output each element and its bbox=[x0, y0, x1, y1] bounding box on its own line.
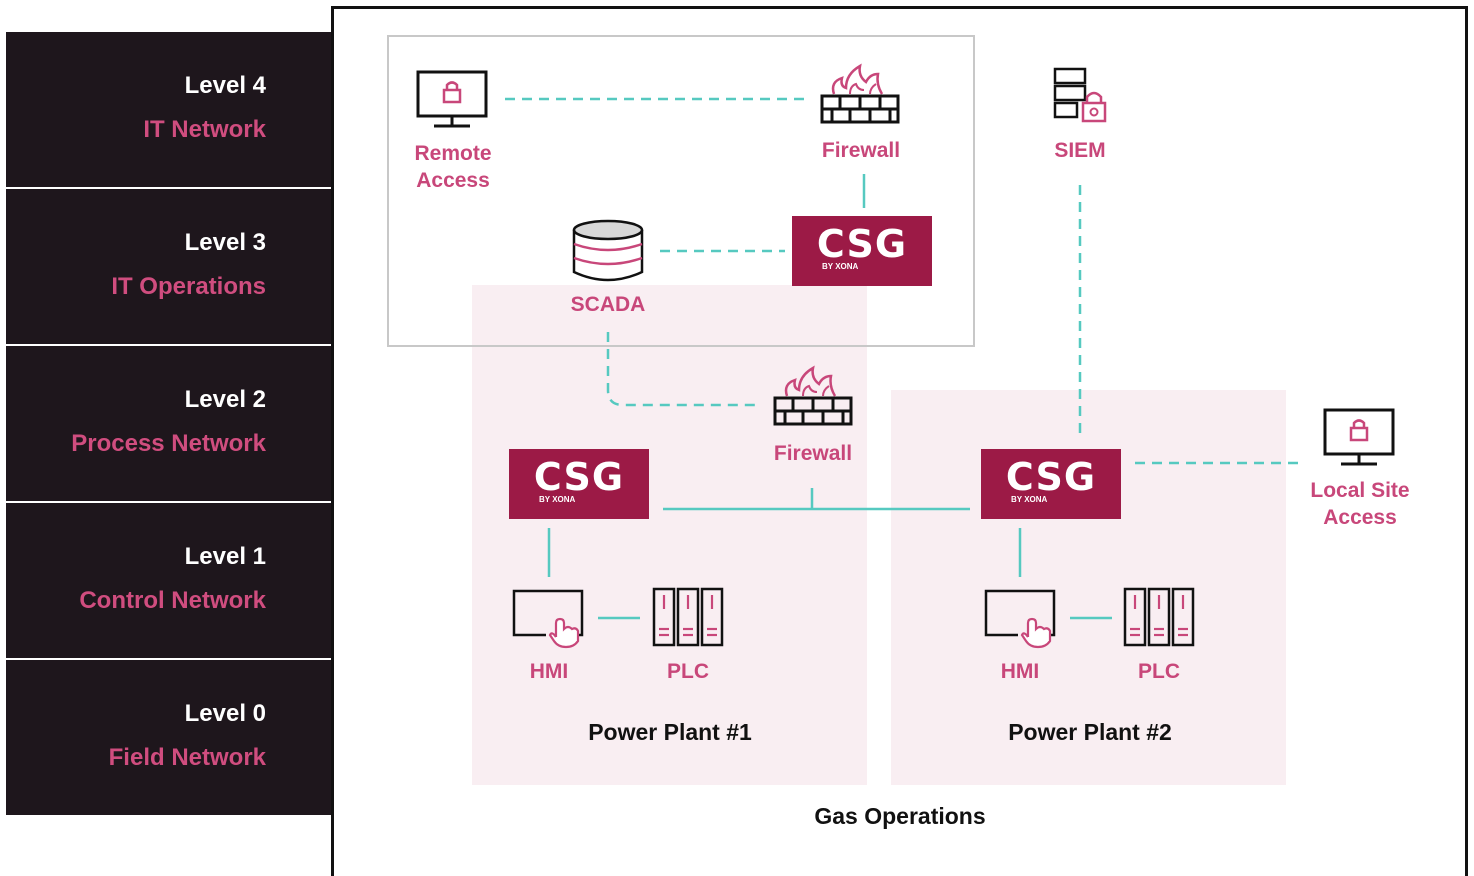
it-network-box bbox=[387, 35, 975, 347]
remote-access-label: Remote Access bbox=[414, 142, 492, 192]
siem-label: SIEM bbox=[1054, 139, 1106, 162]
csg-gateway-top: CSG BY XONA bbox=[792, 216, 932, 286]
csg-byline: BY XONA bbox=[822, 262, 859, 271]
level-0-number: Level 0 bbox=[184, 700, 266, 727]
firewall-icon bbox=[773, 365, 853, 426]
level-2-band: Level 2 Process Network bbox=[6, 346, 332, 501]
power-plant-1-title: Power Plant #1 bbox=[588, 719, 752, 745]
level-2-number: Level 2 bbox=[184, 386, 266, 413]
level-0-band: Level 0 Field Network bbox=[6, 660, 332, 815]
siem-server-lock-icon bbox=[1053, 67, 1107, 123]
plc-rack-icon bbox=[1123, 587, 1195, 647]
csg-logo: CSG bbox=[1005, 455, 1097, 499]
database-icon bbox=[572, 219, 644, 282]
plc-2-label: PLC bbox=[1138, 660, 1180, 683]
firewall-icon bbox=[820, 63, 900, 124]
level-1-name: Control Network bbox=[79, 587, 266, 614]
gas-operations-frame bbox=[331, 6, 1468, 876]
level-1-band: Level 1 Control Network bbox=[6, 503, 332, 658]
plc-rack-icon bbox=[652, 587, 724, 647]
monitor-lock-icon bbox=[1323, 408, 1395, 466]
csg-byline: BY XONA bbox=[539, 495, 576, 504]
firewall-mid-label: Firewall bbox=[773, 442, 853, 465]
level-4-name: IT Network bbox=[143, 116, 266, 143]
level-3-band: Level 3 IT Operations bbox=[6, 189, 332, 344]
level-4-band: Level 4 IT Network bbox=[6, 32, 332, 187]
level-1-number: Level 1 bbox=[184, 543, 266, 570]
csg-gateway-plant-1: CSG BY XONA bbox=[509, 449, 649, 519]
hmi-touchscreen-icon bbox=[984, 589, 1056, 649]
firewall-top-label: Firewall bbox=[821, 139, 901, 162]
level-2-name: Process Network bbox=[71, 430, 266, 457]
plc-1-label: PLC bbox=[667, 660, 709, 683]
level-0-name: Field Network bbox=[108, 744, 266, 771]
scada-label: SCADA bbox=[570, 293, 646, 316]
csg-gateway-plant-2: CSG BY XONA bbox=[981, 449, 1121, 519]
link-scada-firewall-mid bbox=[606, 332, 760, 407]
csg-logo: CSG bbox=[533, 455, 625, 499]
csg-logo: CSG bbox=[816, 222, 908, 266]
monitor-lock-icon bbox=[416, 70, 488, 128]
csg-byline: BY XONA bbox=[1011, 495, 1048, 504]
power-plant-2-title: Power Plant #2 bbox=[1008, 719, 1172, 745]
hmi-touchscreen-icon bbox=[512, 589, 584, 649]
hmi-2-label: HMI bbox=[1000, 660, 1040, 683]
gas-operations-label: Gas Operations bbox=[814, 803, 986, 829]
level-4-number: Level 4 bbox=[184, 72, 266, 99]
hmi-1-label: HMI bbox=[529, 660, 569, 683]
local-site-access-label: Local Site Access bbox=[1310, 479, 1410, 529]
level-3-name: IT Operations bbox=[111, 273, 266, 300]
power-plant-1-zone bbox=[472, 285, 867, 785]
level-3-number: Level 3 bbox=[184, 229, 266, 256]
